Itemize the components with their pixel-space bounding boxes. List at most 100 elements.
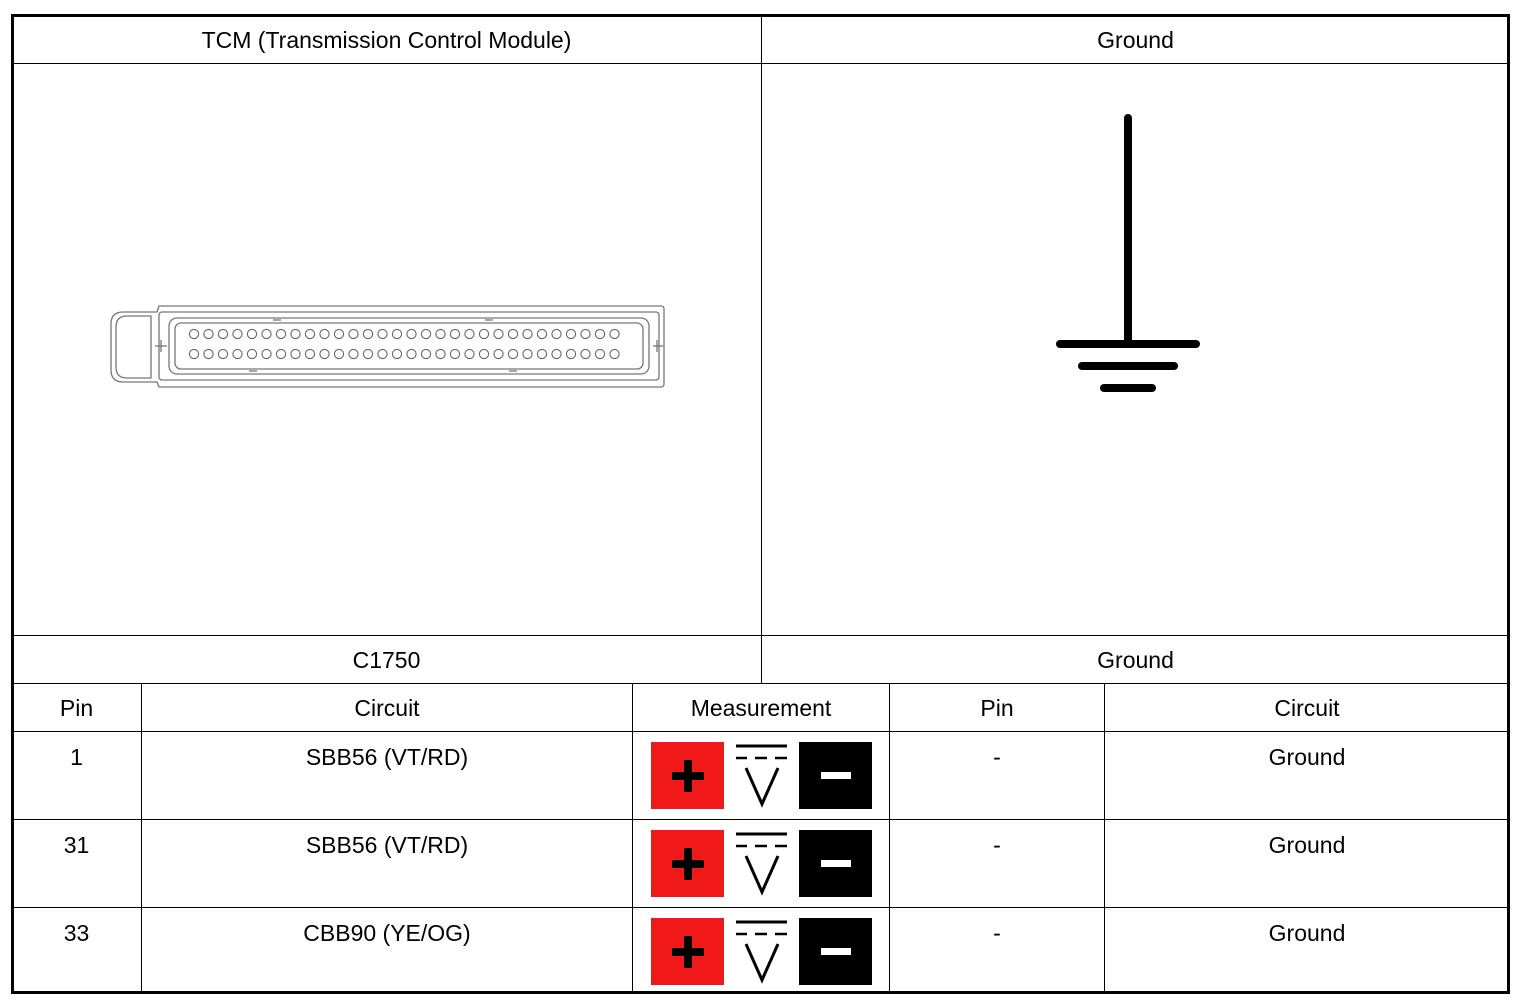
connector-pin [435, 328, 446, 340]
connector-pin [246, 328, 258, 340]
connector-pin [522, 328, 533, 340]
column-header-ground-pin: Pin [980, 694, 1014, 721]
pinout-table [11, 14, 1510, 994]
connector-pin [275, 328, 287, 340]
connector-pin [348, 348, 359, 360]
connector-pin [290, 348, 301, 360]
connector-pin [290, 328, 301, 340]
connector-c1750-icon [105, 300, 670, 395]
row-pin: 33 [63, 920, 90, 946]
connector-pin [246, 348, 258, 360]
row-pin: 1 [70, 744, 83, 770]
row-circuit: SBB56 (VT/RD) [305, 744, 469, 770]
divider [761, 15, 762, 684]
connector-pin [536, 328, 548, 340]
row-ground-circuit: Ground [1268, 832, 1346, 858]
connector-pin [507, 328, 519, 340]
measurement-dc-voltage [651, 742, 872, 809]
row-ground-pin: - [993, 744, 1001, 770]
connector-pin [391, 328, 403, 340]
ground-symbol-icon [1050, 110, 1210, 400]
connector-pin [406, 328, 417, 340]
connector-pin [464, 348, 475, 360]
row-circuit: CBB90 (YE/OG) [303, 920, 471, 946]
connector-pin [188, 328, 200, 340]
plus-probe-icon [651, 830, 724, 897]
connector-pin [232, 348, 243, 360]
connector-pin [377, 348, 388, 360]
column-header-circuit: Circuit [354, 694, 420, 721]
connector-pin [609, 328, 620, 340]
row-ground-circuit: Ground [1268, 920, 1346, 946]
connector-pin [478, 328, 490, 340]
connector-pin [203, 328, 214, 340]
column-header-pin: Pin [59, 694, 94, 721]
connector-pin [304, 328, 316, 340]
connector-pin [348, 328, 359, 340]
row-pin: 31 [63, 832, 90, 858]
divider [1104, 684, 1105, 993]
ground-title: Ground [1097, 26, 1174, 53]
dc-voltage-icon [736, 744, 787, 808]
connector-pin [261, 328, 272, 340]
measurement-dc-voltage [651, 830, 872, 897]
connector-pin [275, 348, 287, 360]
connector-pin [333, 348, 345, 360]
dc-voltage-icon [736, 920, 787, 984]
connector-pin [449, 348, 461, 360]
dc-voltage-icon [736, 832, 787, 896]
connector-pin [217, 348, 229, 360]
connector-pin [232, 328, 243, 340]
connector-pin [333, 328, 345, 340]
connector-pin [594, 348, 606, 360]
connector-pin [594, 328, 606, 340]
plus-probe-icon [651, 742, 724, 809]
divider [12, 683, 1509, 684]
connector-pin [493, 328, 504, 340]
connector-pin [478, 348, 490, 360]
connector-pin [551, 328, 562, 340]
connector-pin [203, 348, 214, 360]
connector-pin [217, 328, 229, 340]
connector-pin [319, 328, 330, 340]
connector-pin [377, 328, 388, 340]
minus-probe-icon [799, 742, 872, 809]
row-ground-pin: - [993, 832, 1001, 858]
connector-pin [464, 328, 475, 340]
connector-pin [391, 348, 403, 360]
connector-pin [493, 348, 504, 360]
divider [889, 684, 890, 993]
connector-pin [609, 348, 620, 360]
connector-pin [406, 348, 417, 360]
connector-pin [551, 348, 562, 360]
connector-pin [420, 348, 432, 360]
divider [632, 684, 633, 993]
column-header-measurement: Measurement [690, 694, 832, 721]
column-header-ground-circuit: Circuit [1274, 694, 1340, 721]
connector-pin [580, 328, 591, 340]
divider [12, 907, 1509, 908]
row-ground-circuit: Ground [1268, 744, 1346, 770]
ground-id: Ground [1097, 646, 1174, 673]
divider [12, 635, 1509, 636]
divider [12, 731, 1509, 732]
connector-pin [507, 348, 519, 360]
row-ground-pin: - [993, 920, 1001, 946]
connector-pin [580, 348, 591, 360]
measurement-dc-voltage [651, 918, 872, 985]
connector-pin [319, 348, 330, 360]
connector-pin [435, 348, 446, 360]
minus-probe-icon [799, 830, 872, 897]
divider [12, 819, 1509, 820]
connector-pin [304, 348, 316, 360]
connector-pin [565, 348, 577, 360]
connector-pin [536, 348, 548, 360]
divider [12, 63, 1509, 64]
connector-pin [261, 348, 272, 360]
connector-pin [188, 348, 200, 360]
connector-pin [362, 348, 374, 360]
minus-probe-icon [799, 918, 872, 985]
module-title: TCM (Transmission Control Module) [201, 26, 572, 53]
connector-pin [362, 328, 374, 340]
row-circuit: SBB56 (VT/RD) [305, 832, 469, 858]
